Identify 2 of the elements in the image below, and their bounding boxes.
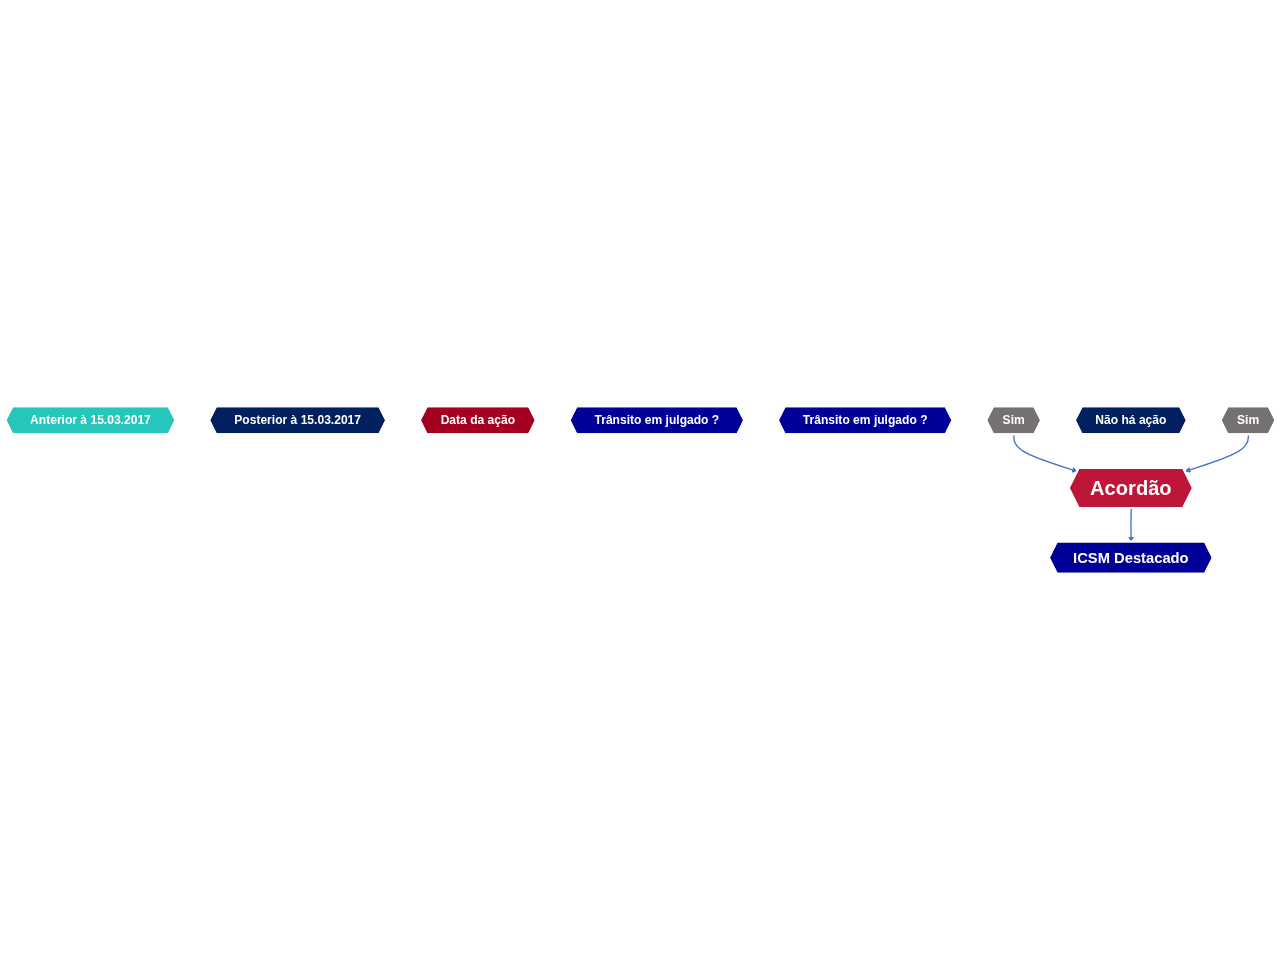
arrow (1184, 434, 1250, 473)
arrow (1013, 434, 1078, 473)
